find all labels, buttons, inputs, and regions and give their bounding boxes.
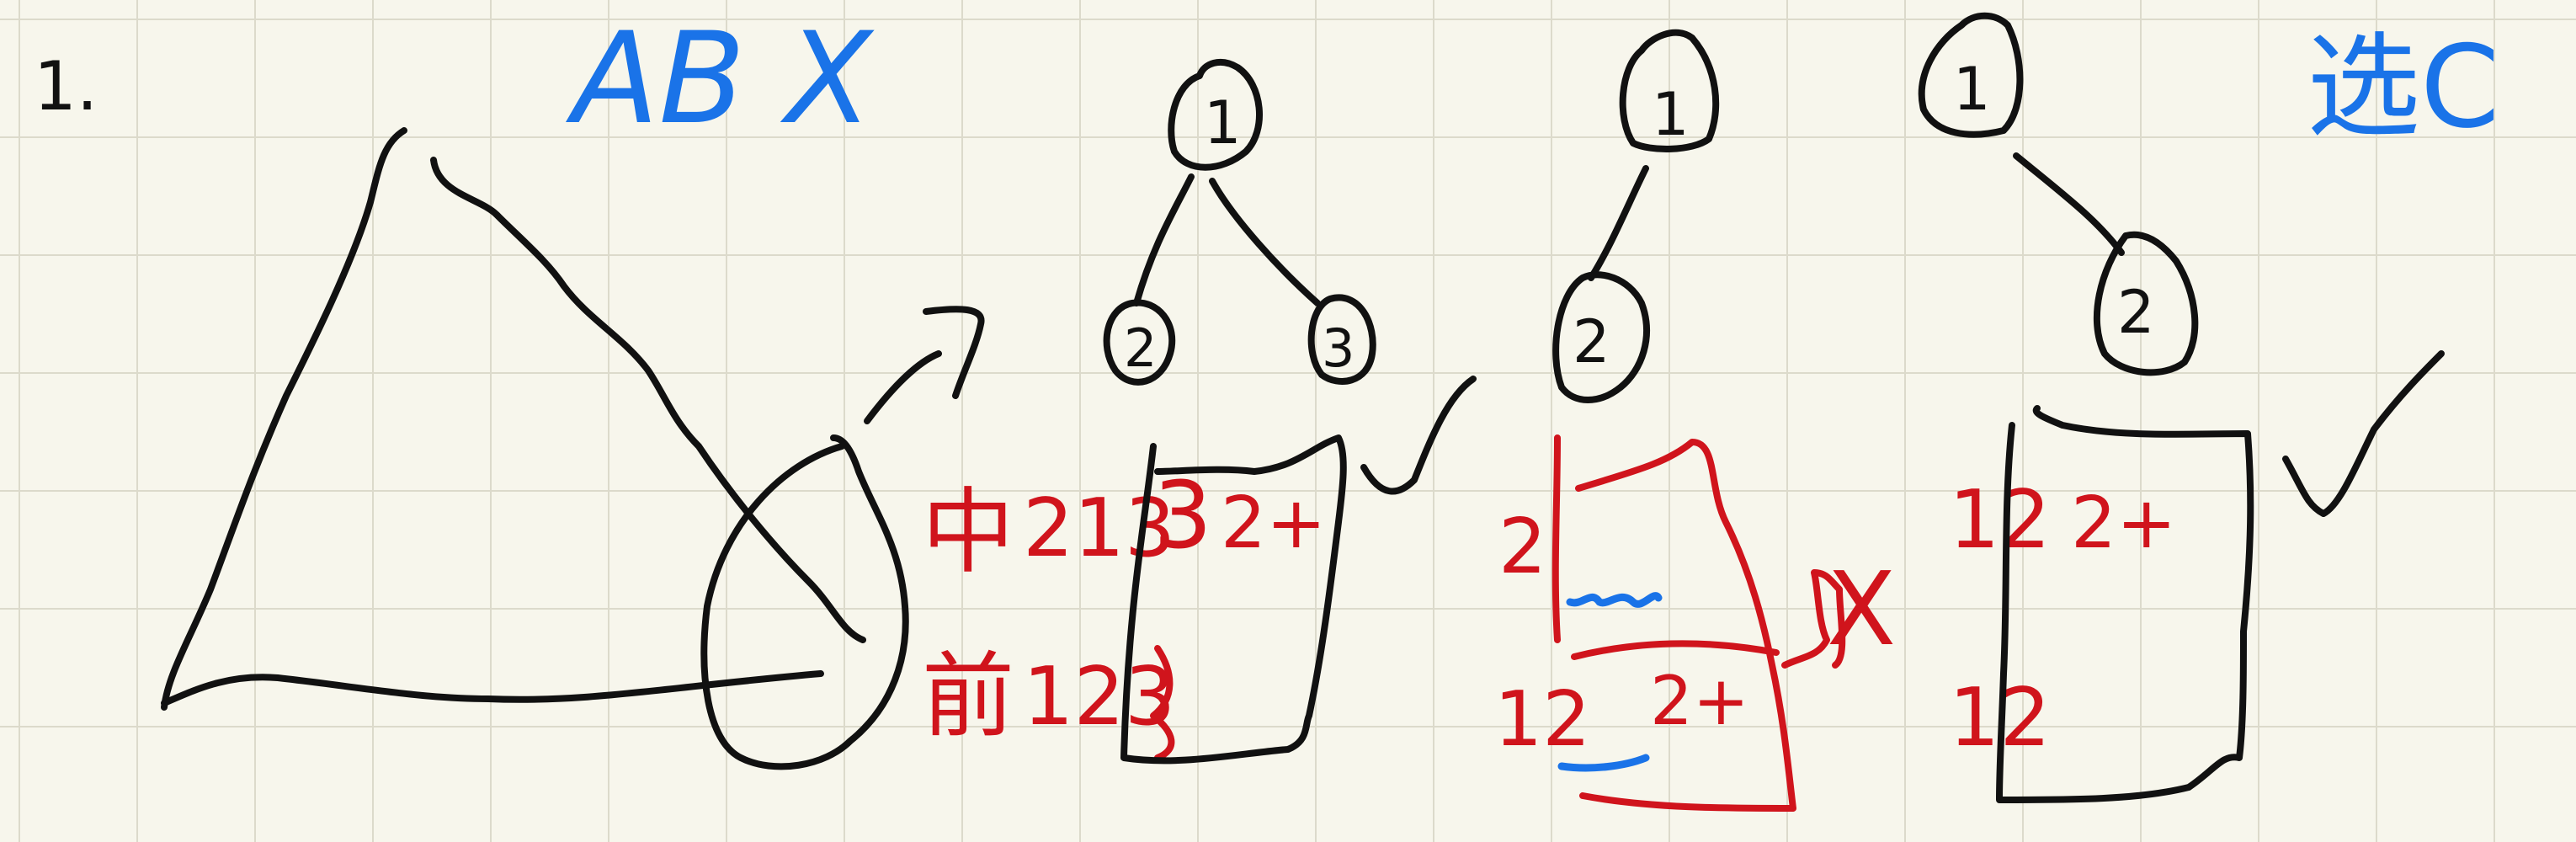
option-a-blue-squiggle-1 (1566, 592, 1663, 608)
tree3-node-1: 1 (1918, 12, 2024, 138)
eliminated-options-note: AB X (566, 6, 875, 152)
tree1-node-1-label: 1 (1204, 88, 1242, 157)
tree1-node-2: 2 (1103, 299, 1176, 386)
tree2-node-2: 2 (1552, 271, 1650, 403)
option-c-analysis: 12 12 2+ (1949, 474, 2176, 765)
tree1-node-1: 1 (1168, 58, 1263, 171)
tree1-node-2-label: 2 (1124, 317, 1157, 379)
binary-tree-1: 1 2 3 (1103, 58, 1376, 386)
preorder-label: 前 (922, 642, 1014, 750)
box-sequence-digit: 3 (1153, 461, 1212, 569)
question-number: 1. (34, 47, 98, 125)
tree3-node-2: 2 (2093, 231, 2199, 376)
option-b-box (1120, 434, 1347, 765)
option-c-check (2282, 350, 2445, 517)
binary-tree-2: 1 2 (1552, 29, 1720, 403)
box-bracket (1150, 645, 1175, 761)
tree1-node-3-label: 3 (1322, 317, 1355, 379)
option-a-blue-squiggle-2 (1557, 754, 1650, 772)
selected-answer-note: 选C (2307, 21, 2499, 153)
option-c-upper-digits: 12 (1949, 474, 2051, 567)
binary-tree-3: 1 2 (1918, 12, 2199, 376)
option-a-analysis: 2 12 2+ X (1494, 434, 1896, 812)
tree1-node-3: 3 (1307, 294, 1376, 385)
tree2-edge-left (1588, 165, 1649, 281)
option-a-verdict: X (1827, 552, 1896, 669)
triangle-sketch (161, 127, 985, 770)
option-a-preorder-digits: 12 (1494, 675, 1591, 764)
option-c-box-annotation: 2+ (2071, 482, 2176, 565)
option-c-box (1996, 405, 2254, 803)
circled-vertex (700, 434, 909, 770)
tree2-node-2-label: 2 (1573, 307, 1610, 376)
tree3-edge-right (2013, 152, 2125, 256)
tree3-node-2-label: 2 (2117, 278, 2155, 347)
arrow-up (864, 306, 985, 424)
tree2-node-1-label: 1 (1652, 80, 1690, 149)
option-b-check (1360, 376, 1477, 495)
tree2-node-1: 1 (1619, 29, 1720, 152)
tree1-edge-right (1209, 178, 1321, 306)
option-a-red-box (1571, 439, 1846, 812)
option-a-inorder-digits: 2 (1498, 503, 1546, 591)
option-a-box-annotation: 2+ (1650, 662, 1749, 740)
preorder-sequence: 123 (1023, 651, 1175, 743)
tree1-edge-left (1133, 173, 1195, 306)
box-annotation: 2+ (1221, 482, 1326, 565)
tree3-node-1-label: 1 (1953, 55, 1991, 124)
option-a-red-stroke (1551, 434, 1561, 643)
inorder-label: 中 (922, 478, 1014, 586)
